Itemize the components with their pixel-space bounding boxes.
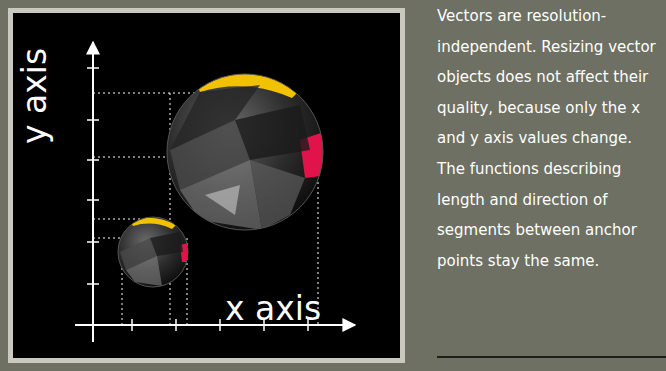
axis-label: y axis [18, 48, 51, 144]
axis-label: x axis [225, 292, 321, 325]
small-sphere [118, 217, 192, 287]
axes [75, 42, 355, 342]
rule [437, 356, 666, 358]
big-sphere [167, 73, 330, 230]
frame [8, 8, 405, 363]
panel [13, 13, 400, 358]
caption-text: Vectors are resolution-independent. Resi… [437, 1, 659, 276]
